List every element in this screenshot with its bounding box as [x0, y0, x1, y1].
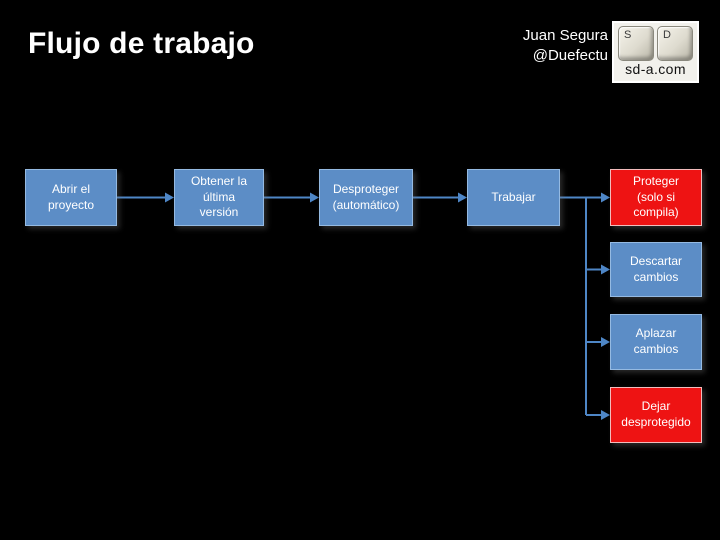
flow-node-obtener-ultima-version: Obtener la última versión [174, 169, 264, 226]
keyboard-key-d-icon: D [657, 26, 693, 61]
flow-node-dejar-desprotegido: Dejar desprotegido [610, 387, 702, 443]
key-d-label: D [663, 29, 671, 41]
arrowhead-obtener-icon [165, 192, 174, 203]
node-label: Obtener la última versión [190, 174, 248, 220]
slide-title: Flujo de trabajo [28, 27, 255, 60]
arrowhead-aplazar-icon [601, 337, 610, 347]
node-label: Descartar cambios [629, 253, 682, 284]
flow-node-abrir-el-proyecto: Abrir el proyecto [25, 169, 117, 226]
arrowhead-dejar-icon [601, 410, 610, 420]
arrowhead-descartar-icon [601, 264, 610, 275]
sd-a-logo: S D sd-a.com [612, 21, 699, 83]
author-block: Juan Segura @Duefectu [523, 26, 608, 66]
node-label: Dejar desprotegido [621, 399, 691, 429]
arrowhead-proteger-icon [601, 192, 610, 203]
keyboard-keys: S D [618, 26, 693, 61]
node-label: Abrir el proyecto [47, 181, 95, 212]
key-s-label: S [624, 29, 632, 41]
node-label: Trabajar [491, 189, 536, 204]
node-label: Desproteger (automático) [332, 181, 400, 212]
author-name: Juan Segura [522, 27, 608, 44]
keyboard-key-s-icon: S [618, 26, 654, 61]
flow-node-proteger-solo-si-compila: Proteger (solo si compila) [610, 169, 702, 226]
flow-node-descartar-cambios: Descartar cambios [610, 242, 702, 297]
flow-node-aplazar-cambios: Aplazar cambios [610, 314, 702, 370]
flow-node-desproteger-automatico: Desproteger (automático) [319, 169, 413, 226]
flow-node-trabajar: Trabajar [467, 169, 560, 226]
arrowhead-trabajar-icon [458, 192, 467, 203]
logo-caption: sd-a.com [625, 61, 686, 77]
node-label: Proteger (solo si compila) [632, 174, 680, 220]
author-handle: @Duefectu [532, 47, 608, 64]
node-label: Aplazar cambios [633, 326, 679, 356]
arrowhead-desproteger-icon [310, 192, 319, 203]
